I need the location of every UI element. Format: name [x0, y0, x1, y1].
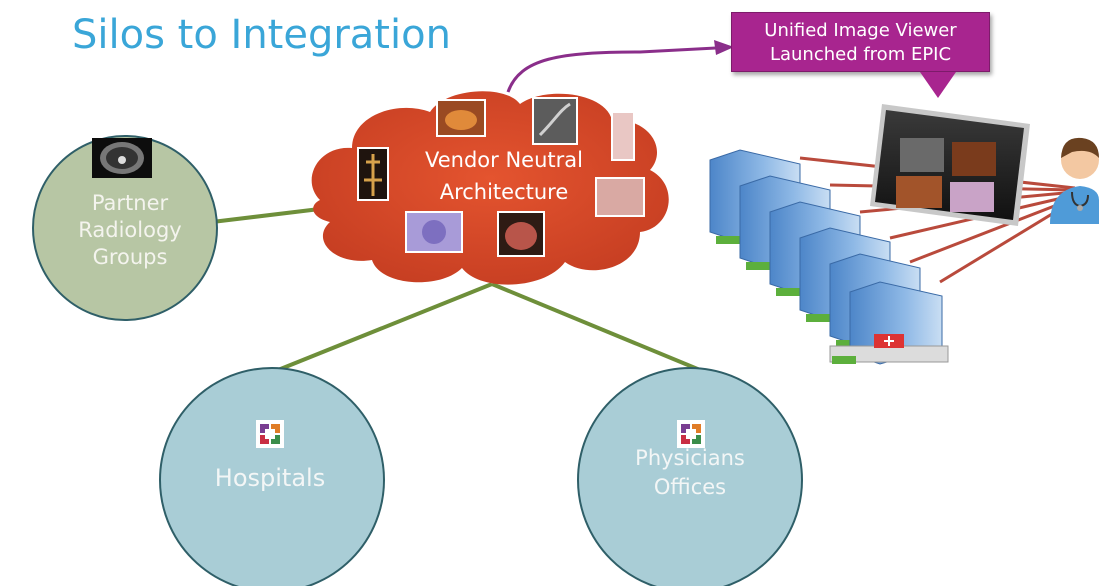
physicians-label-line-2: Offices: [653, 475, 727, 499]
connector-cloud-hospitals: [277, 282, 493, 372]
vendor-neutral-cloud: [311, 91, 669, 285]
cloud-label-line-2: Architecture: [439, 180, 569, 204]
epic-logo-icon: [256, 420, 284, 448]
cloud-label: Vendor Neutral Architecture: [404, 144, 604, 208]
doctor-icon: [1050, 137, 1099, 224]
monitor-icon: [870, 104, 1030, 226]
partner-node: [32, 135, 218, 321]
hospitals-label: Hospitals: [214, 464, 326, 492]
partner-label: Partner Radiology Groups: [40, 190, 220, 271]
tissue-thumbnail: [611, 111, 635, 161]
hospital-building-icon: [829, 281, 949, 365]
ct-scan-icon: [92, 138, 152, 178]
physicians-label: Physicians Offices: [580, 444, 800, 502]
arrowhead: [714, 40, 734, 55]
callout-line-2: Launched from EPIC: [769, 44, 952, 65]
partner-label-line-1: Partner: [91, 191, 169, 215]
viewer-callout: Unified Image Viewer Launched from EPIC: [731, 12, 990, 72]
physicians-label-line-1: Physicians: [635, 446, 745, 470]
partner-label-line-3: Groups: [92, 245, 168, 269]
physicians-node: [577, 367, 803, 586]
connector-cloud-physicians: [491, 282, 701, 372]
callout-down-arrow: [920, 72, 956, 98]
connector-lines: [211, 40, 734, 372]
arrow-cloud-to-viewer: [506, 46, 717, 93]
connector-partner-cloud: [211, 206, 329, 224]
skin-thumbnail: [595, 177, 645, 217]
cloud-label-line-1: Vendor Neutral: [425, 148, 583, 172]
hospitals-node: [159, 367, 385, 586]
callout-line-1: Unified Image Viewer: [764, 20, 957, 41]
epic-logo-icon: [677, 420, 705, 448]
hospital-buildings: [709, 149, 949, 365]
page-title: Silos to Integration: [72, 12, 451, 58]
partner-label-line-2: Radiology: [78, 218, 182, 242]
